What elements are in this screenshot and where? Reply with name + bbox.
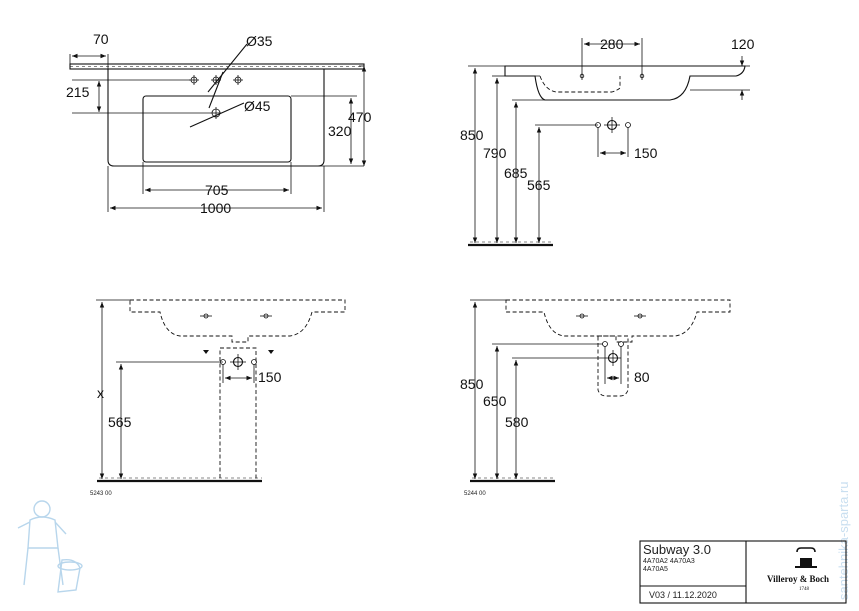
dim-label-850-bottom: 850 (460, 376, 484, 392)
model-codes-line2: 4A70A5 (643, 566, 668, 573)
drawing-code-5244: 5244 00 (464, 491, 486, 497)
dim-label-685: 685 (504, 165, 528, 181)
dim-label-705: 705 (205, 182, 229, 198)
brand-name: Villeroy & Boch (767, 574, 829, 584)
dim-label-x: x (97, 385, 104, 401)
dim-label-d35: Ø35 (246, 33, 273, 49)
drawing-code-5243: 5243 00 (90, 491, 112, 497)
dim-label-1000: 1000 (200, 200, 231, 216)
dim-label-d45: Ø45 (244, 98, 271, 114)
product-name: Subway 3.0 (643, 542, 711, 557)
dim-label-120: 120 (731, 36, 755, 52)
title-block (639, 540, 847, 604)
dim-label-470: 470 (348, 109, 372, 125)
dim-label-70: 70 (93, 31, 109, 47)
top-view-drawing (69, 43, 367, 212)
dim-label-150-bottom: 150 (258, 369, 282, 385)
watermark-plumber-figure (17, 500, 83, 593)
model-codes-line1: 4A70A2 4A70A3 (643, 558, 695, 565)
dim-label-650: 650 (483, 393, 507, 409)
dim-label-790: 790 (483, 145, 507, 161)
dim-label-850-top: 850 (460, 127, 484, 143)
version-date: V03 / 11.12.2020 (649, 590, 717, 600)
dim-label-215: 215 (66, 84, 90, 100)
siphon-view-drawing (470, 299, 731, 483)
dim-label-280: 280 (600, 36, 624, 52)
brand-logo-icon (795, 547, 817, 568)
elevation-view-drawing (468, 38, 750, 247)
dim-label-580: 580 (505, 414, 529, 430)
pedestal-view-drawing (96, 299, 346, 483)
dim-label-150-top: 150 (634, 145, 658, 161)
brand-year: 1748 (799, 587, 810, 592)
dim-label-320: 320 (328, 123, 352, 139)
dim-label-565-bottom: 565 (108, 414, 132, 430)
dim-label-80: 80 (634, 369, 650, 385)
dim-label-565-top: 565 (527, 177, 551, 193)
